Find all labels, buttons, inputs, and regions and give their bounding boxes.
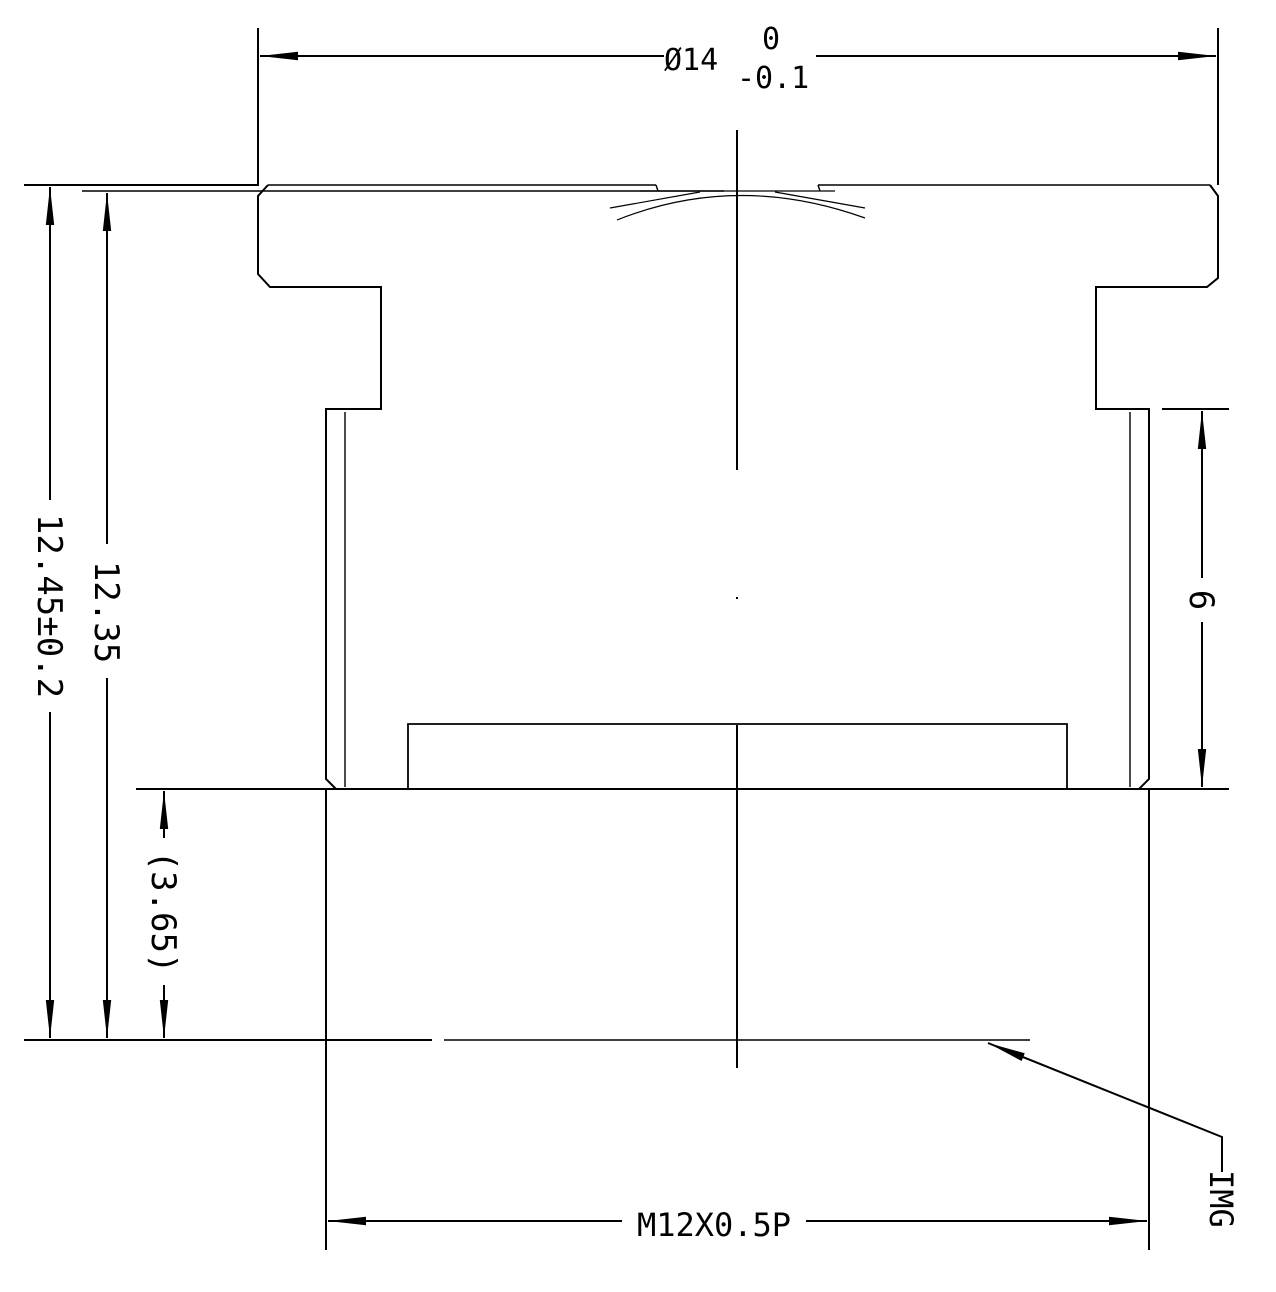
thread-length-label: 6 [1181,590,1221,610]
outer-diameter-upper-tolerance: 0 [762,22,780,57]
flange-back-label: (3.65) [143,851,183,974]
dimension-optical-length: 12.35 [86,193,126,1038]
image-plane-label: IMG [1202,1170,1240,1228]
dimension-total-length: 12.45±0.2 [29,187,69,1038]
dimension-thread-length: 6 [1181,411,1221,787]
dimension-outer-diameter: Ø14 0 -0.1 [260,22,1216,96]
outer-diameter-lower-tolerance: -0.1 [737,61,809,96]
outer-diameter-label: Ø14 [664,43,718,78]
extension-lines [24,28,1229,1250]
optical-length-label: 12.35 [86,561,126,663]
image-plane-leader: IMG [987,1042,1240,1228]
dimension-flange-back: (3.65) [143,791,183,1038]
dimension-thread-spec: M12X0.5P [328,1206,1147,1244]
total-length-label: 12.45±0.2 [29,514,69,698]
thread-spec-label: M12X0.5P [637,1206,791,1244]
